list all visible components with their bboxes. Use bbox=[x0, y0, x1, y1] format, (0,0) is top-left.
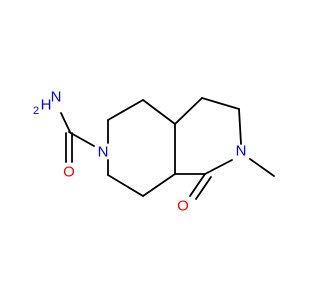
atom-o-lactam: O bbox=[177, 198, 189, 215]
bond-c3-n bbox=[238, 108, 242, 145]
atom-n-pyrrolidinone: N bbox=[236, 143, 247, 160]
bond-upper-left bbox=[107, 99, 144, 121]
bond-spiro-c4 bbox=[174, 97, 203, 125]
bond-lactam-co-b bbox=[195, 176, 212, 200]
bond-c4-c3 bbox=[201, 97, 240, 110]
bond-lactam-co-a bbox=[189, 173, 206, 197]
atom-h2n-label: H bbox=[41, 97, 52, 114]
molecule-drawing: H 2 N O N N O bbox=[33, 89, 275, 215]
bond-n-methyl bbox=[249, 158, 275, 177]
bond-c-nh2 bbox=[60, 112, 71, 133]
atom-h2n-subscript: 2 bbox=[33, 105, 39, 117]
bond-c-n-ring6 bbox=[68, 131, 95, 147]
atom-o-amide: O bbox=[63, 164, 75, 181]
atom-n-piperidine: N bbox=[98, 144, 109, 161]
bond-n-carbonyl bbox=[204, 159, 233, 175]
bond-upper-right bbox=[142, 99, 176, 125]
atom-n-amide: N bbox=[51, 89, 62, 106]
bond-lower-right bbox=[142, 173, 176, 197]
structure-canvas: H 2 N O N N O bbox=[33, 89, 275, 215]
bond-lower-left bbox=[107, 174, 144, 197]
